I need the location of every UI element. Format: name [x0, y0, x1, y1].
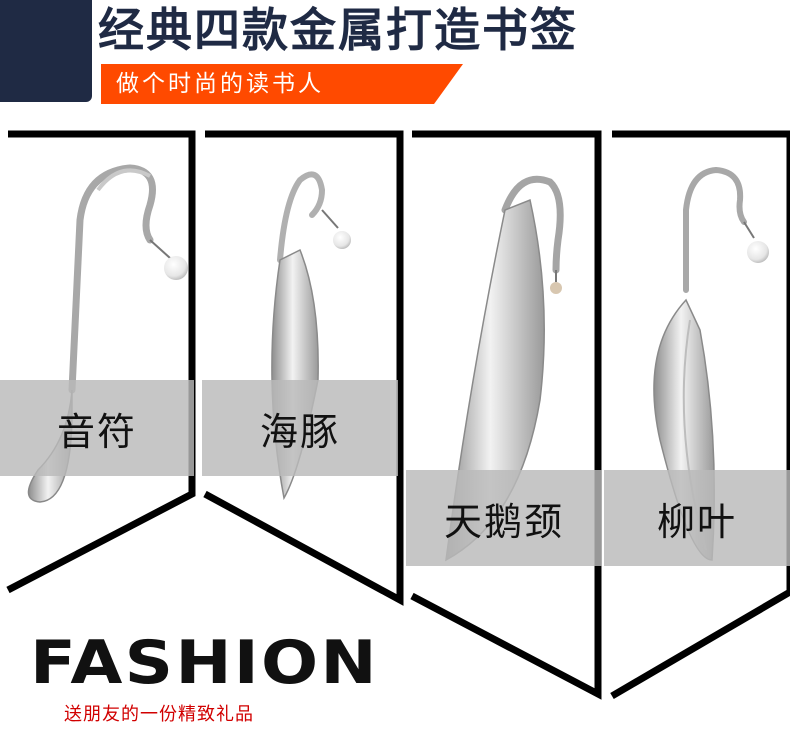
product-name: 音符	[56, 409, 137, 454]
product-name: 海豚	[259, 409, 340, 454]
product-label-swan-neck: 天鹅颈	[406, 470, 602, 566]
panel-willow-leaf	[610, 130, 790, 700]
product-label-willow-leaf: 柳叶	[604, 470, 790, 566]
product-name: 天鹅颈	[443, 499, 564, 544]
page-title: 经典四款金属打造书签	[98, 3, 578, 57]
product-label-music-note: 音符	[0, 380, 194, 476]
header-navy-block	[0, 0, 92, 102]
fashion-wordmark: FASHION	[30, 628, 379, 698]
subtitle-banner	[101, 64, 463, 104]
gift-tagline: 送朋友的一份精致礼品	[64, 704, 254, 725]
panel-swan-neck	[410, 130, 602, 700]
product-label-dolphin: 海豚	[202, 380, 398, 476]
panel-dolphin	[203, 130, 404, 606]
subtitle-text: 做个时尚的读书人	[116, 71, 324, 97]
product-name: 柳叶	[656, 499, 737, 544]
panel-music-note	[6, 130, 196, 594]
